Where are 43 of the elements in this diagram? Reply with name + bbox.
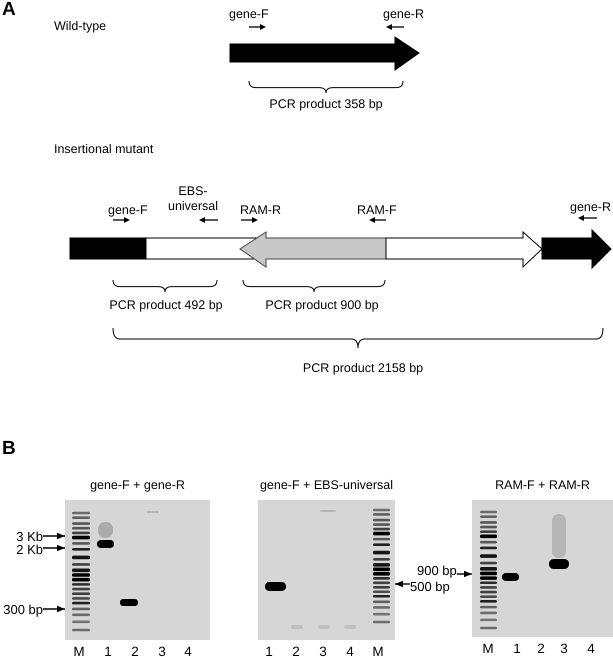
primer-label: gene-F bbox=[108, 203, 148, 217]
lane-label: 4 bbox=[346, 644, 354, 657]
lane-label: 2 bbox=[131, 644, 139, 657]
lane-label: 1 bbox=[513, 641, 521, 656]
panel-letter: B bbox=[2, 439, 16, 459]
lane-label: 2 bbox=[537, 641, 545, 656]
lane-label: 3 bbox=[158, 644, 166, 657]
lane-label: 4 bbox=[184, 644, 192, 657]
size-label: 3 Kb bbox=[16, 529, 43, 544]
gel-title: RAM-F + RAM-R bbox=[495, 478, 590, 492]
lane-label: M bbox=[482, 641, 494, 656]
primer-label: gene-R bbox=[570, 200, 611, 214]
lane-label: M bbox=[73, 644, 85, 657]
lane-label: 3 bbox=[319, 644, 327, 657]
lane-label: 1 bbox=[104, 644, 112, 657]
primer-label: EBS-universal bbox=[168, 184, 218, 214]
panel-letter: A bbox=[2, 0, 16, 20]
primer-label: gene-F bbox=[229, 7, 269, 21]
leader-arrow bbox=[456, 570, 472, 578]
gel-title: gene-F + gene-R bbox=[90, 478, 185, 492]
product-label: PCR product 2158 bp bbox=[302, 361, 424, 375]
row-heading: Insertional mutant bbox=[54, 142, 154, 156]
leader-arrow bbox=[43, 532, 65, 540]
primer-label: gene-R bbox=[383, 7, 424, 21]
product-label: PCR product 900 bp bbox=[265, 298, 379, 312]
size-label: 900 bp bbox=[417, 563, 457, 578]
lane-label: 4 bbox=[587, 641, 595, 656]
product-label: PCR product 358 bp bbox=[269, 97, 383, 111]
primer-label: RAM-R bbox=[240, 203, 281, 217]
size-label: 500 bp bbox=[410, 579, 450, 594]
leader-arrow bbox=[395, 580, 410, 588]
leader-arrow bbox=[43, 606, 65, 612]
product-label: PCR product 492 bp bbox=[109, 298, 223, 312]
size-label: 2 Kb bbox=[16, 542, 43, 557]
lane-label: 2 bbox=[292, 644, 300, 657]
primer-label: RAM-F bbox=[357, 203, 397, 217]
lane-label: 3 bbox=[560, 641, 568, 656]
size-label: 300 bp bbox=[3, 602, 43, 617]
leader-arrow bbox=[43, 544, 65, 552]
row-heading: Wild-type bbox=[54, 19, 106, 33]
lane-label: M bbox=[372, 644, 384, 657]
lane-label: 1 bbox=[265, 644, 273, 657]
gel-title: gene-F + EBS-universal bbox=[260, 478, 394, 492]
